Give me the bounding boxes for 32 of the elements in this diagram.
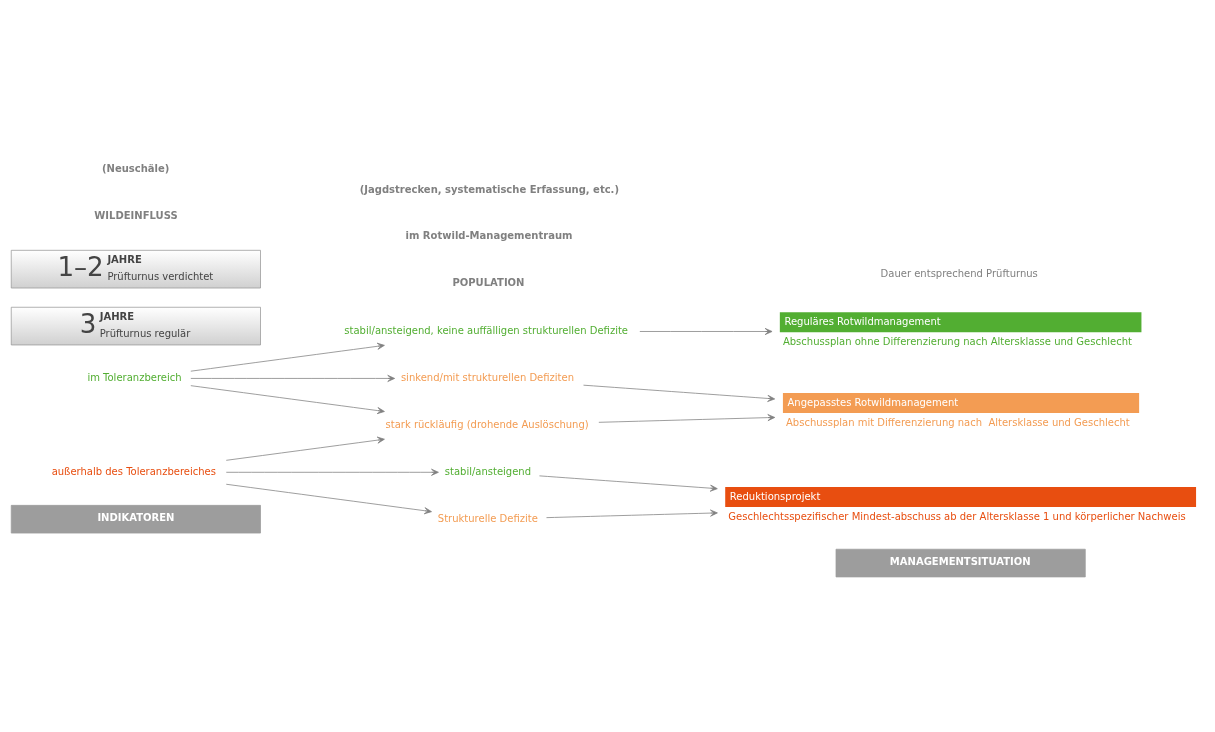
arrow bbox=[190, 384, 385, 414]
arrow bbox=[190, 374, 396, 382]
node-text: Strukturelle Defizite bbox=[437, 512, 538, 524]
arrow bbox=[546, 509, 718, 518]
arrow bbox=[190, 342, 385, 372]
node-box: INDIKATOREN bbox=[10, 504, 261, 533]
label: im Rotwild-Managementraum bbox=[405, 229, 573, 241]
arrow bbox=[583, 384, 776, 402]
label: WILDEINFLUSS bbox=[94, 209, 178, 221]
node-box: Angepasstes Rotwildmanagement bbox=[782, 392, 1140, 413]
node-text: stabil/ansteigend bbox=[444, 465, 532, 477]
node-label: Geschlechtsspezifischer Mindest-abschuss ab der Altersklasse 1 und körperlicher Nachweis bbox=[728, 510, 1186, 522]
node-text: stabil/ansteigend, keine auffälligen strukturellen Defizite bbox=[344, 324, 628, 336]
node-text: sinkend/mit strukturellen Defiziten bbox=[400, 371, 574, 383]
node-box: MANAGEMENTSITUATION bbox=[835, 548, 1086, 577]
arrow bbox=[539, 475, 718, 492]
arrow bbox=[598, 413, 776, 423]
node-label: Abschussplan ohne Differenzierung nach Altersklasse und Geschlecht bbox=[782, 335, 1132, 347]
arrow bbox=[639, 327, 773, 335]
label: (Jagdstrecken, systematische Erfassung, etc.) bbox=[359, 183, 619, 195]
node-text: außerhalb des Toleranzbereiches bbox=[51, 465, 216, 477]
node-label: Abschussplan mit Differenzierung nach Altersklasse und Geschlecht bbox=[785, 416, 1130, 428]
node-text: stark rückläufig (drohende Auslöschung) bbox=[385, 418, 589, 430]
label: POPULATION bbox=[452, 276, 525, 288]
arrow bbox=[225, 483, 432, 514]
node-box: Reguläres Rotwildmanagement bbox=[779, 311, 1142, 332]
arrow bbox=[225, 436, 385, 461]
label: (Neuschäle) bbox=[102, 162, 170, 174]
arrow bbox=[225, 468, 439, 476]
node-box: Reduktionsprojekt bbox=[725, 486, 1197, 507]
node-text: im Toleranzbereich bbox=[87, 371, 182, 383]
label: Dauer entsprechend Prüfturnus bbox=[880, 267, 1038, 279]
